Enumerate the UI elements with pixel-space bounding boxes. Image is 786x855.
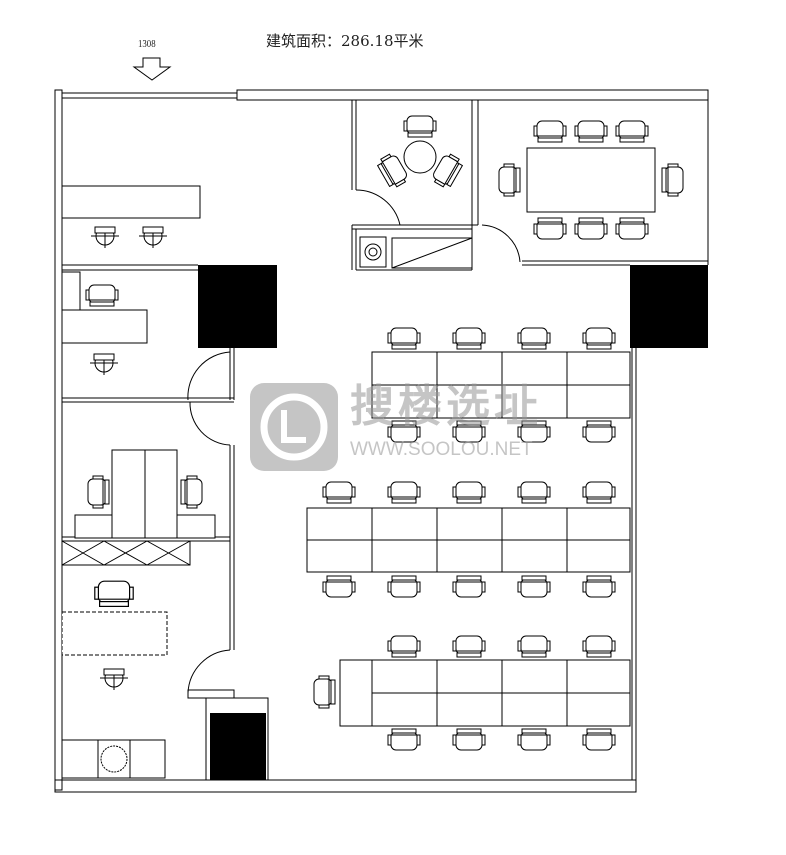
chair [582, 481, 616, 504]
chair [517, 635, 551, 658]
cabinet [111, 449, 146, 539]
column [630, 265, 708, 348]
chair [387, 327, 421, 350]
chair [517, 728, 551, 751]
cabinet [144, 449, 178, 539]
building-area-label: 建筑面积：286.18平米 [266, 32, 424, 50]
chair [452, 327, 486, 350]
round-table [403, 140, 437, 174]
entrance-arrow-icon [132, 57, 172, 81]
chair [582, 575, 616, 598]
watermark-brand: 搜楼选址 [350, 381, 542, 432]
executive-desk [61, 611, 168, 656]
chair [387, 575, 421, 598]
water-dispenser [359, 236, 387, 268]
chair [452, 728, 486, 751]
cabinet [129, 739, 166, 779]
desk [74, 514, 113, 539]
chair [517, 481, 551, 504]
desk [61, 309, 148, 344]
desk [61, 185, 201, 219]
desk [61, 271, 81, 311]
chair [582, 420, 616, 443]
watermark-url: WWW.SOOLOU.NET [350, 439, 533, 460]
chair [322, 575, 356, 598]
chair [517, 327, 551, 350]
conference-table [526, 147, 656, 213]
chair [582, 635, 616, 658]
workstations [306, 351, 631, 727]
chair [322, 481, 356, 504]
chair [517, 575, 551, 598]
column [210, 713, 266, 780]
chair [452, 481, 486, 504]
chair [387, 635, 421, 658]
chair [387, 728, 421, 751]
plant-icon [100, 745, 128, 773]
chair [313, 675, 336, 709]
column [198, 265, 277, 348]
desk [176, 514, 216, 539]
entrance-number: 1308 [138, 38, 156, 50]
chair [387, 481, 421, 504]
chair [452, 635, 486, 658]
chair [452, 575, 486, 598]
chair [582, 327, 616, 350]
cabinet [61, 739, 99, 779]
chair [582, 728, 616, 751]
